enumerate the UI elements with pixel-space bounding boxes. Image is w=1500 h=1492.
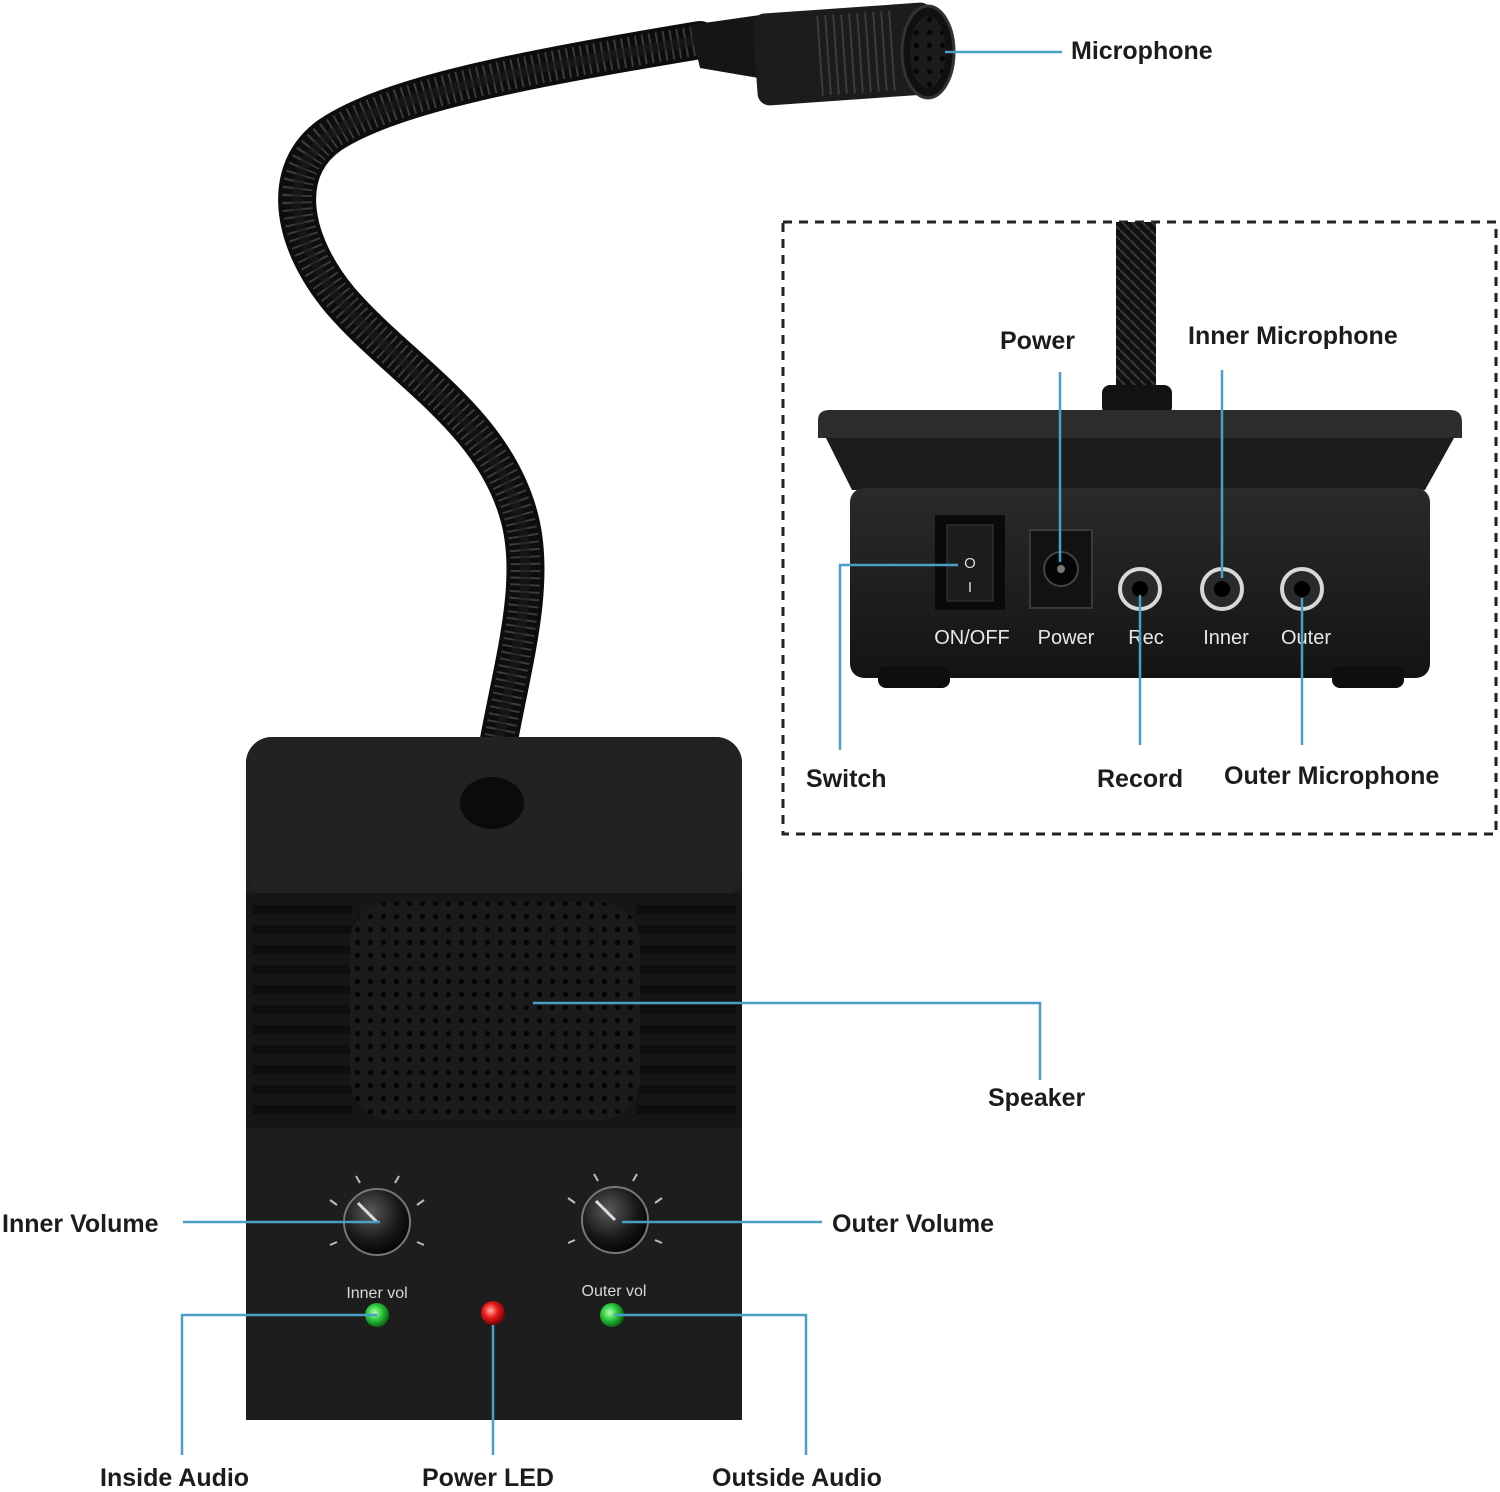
outer-volume-knob [567, 1173, 663, 1254]
outside-audio-led [600, 1303, 624, 1327]
leader-speaker [533, 1001, 1042, 1080]
callout-microphone: Microphone [1071, 37, 1213, 65]
port-label-power: Power [1038, 627, 1095, 649]
switch-on-mark: I [968, 579, 972, 596]
callout-speaker: Speaker [988, 1084, 1086, 1112]
callout-inner-volume: Inner Volume [2, 1210, 159, 1238]
port-label-rec: Rec [1128, 627, 1164, 649]
leader-switch [838, 563, 958, 750]
port-label-on-off: ON/OFF [934, 627, 1010, 649]
speaker-ribs-right [636, 905, 736, 1114]
port-label-inner: Inner [1203, 627, 1249, 649]
speaker-grille [350, 902, 640, 1120]
callout-power: Power [1000, 327, 1076, 355]
callout-inside-audio: Inside Audio [100, 1464, 250, 1492]
callout-outer-volume: Outer Volume [832, 1210, 995, 1238]
inner-knob-label: Inner vol [346, 1285, 407, 1302]
leader-outside-audio [614, 1313, 808, 1455]
switch-off-mark: O [964, 555, 976, 572]
port-label-outer: Outer [1281, 627, 1331, 649]
outer-knob-label: Outer vol [582, 1283, 647, 1300]
callout-record: Record [1097, 765, 1184, 793]
microphone-head [690, 2, 956, 106]
power-led [481, 1301, 505, 1325]
callout-outer-microphone: Outer Microphone [1224, 762, 1440, 790]
callout-power-led: Power LED [422, 1464, 554, 1492]
power-switch: O I [935, 515, 1005, 610]
leader-inside-audio [180, 1313, 377, 1455]
speaker-ribs-left [252, 905, 352, 1114]
leader-lines [180, 50, 1304, 1455]
callout-switch: Switch [806, 765, 887, 793]
gooseneck [278, 21, 719, 819]
inner-jack [1200, 567, 1244, 611]
callout-inner-microphone: Inner Microphone [1188, 322, 1398, 350]
callout-outside-audio: Outside Audio [712, 1464, 882, 1492]
